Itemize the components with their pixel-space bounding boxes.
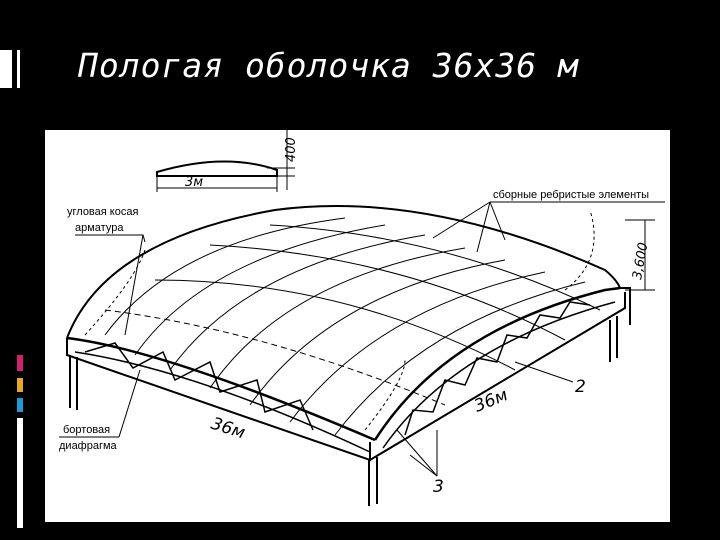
accent-bar-blue	[17, 398, 23, 412]
accent-bar-white-thin	[17, 50, 20, 88]
accent-bar-magenta	[17, 355, 23, 371]
marker-2: 2	[575, 377, 586, 397]
shell-diagram: 3м 400	[59, 130, 665, 506]
length-side-label: 36м	[471, 385, 511, 417]
diagram-panel: 3м 400	[45, 130, 670, 522]
corner-rebar-label-1: угловая косая	[67, 206, 138, 218]
accent-bar-white-bottom	[17, 418, 23, 528]
element-height-label: 400	[284, 137, 299, 162]
edge-diaphragm-label-2: диафрагма	[59, 440, 118, 452]
accent-bar-orange	[17, 378, 23, 392]
marker-3: 3	[433, 477, 444, 497]
rise-label: 3,600	[630, 241, 651, 280]
corner-rebar-label-2: арматура	[75, 222, 124, 234]
shell-structure	[66, 205, 631, 506]
length-front-label: 36м	[208, 414, 247, 444]
element-width-label: 3м	[185, 175, 203, 190]
ribbed-element-sketch	[156, 130, 295, 192]
slide-title: Пологая оболочка 36х36 м	[78, 46, 579, 85]
ribbed-elements-label: сборные ребристые элементы	[493, 189, 649, 201]
edge-diaphragm-label-1: бортовая	[63, 424, 110, 436]
accent-bar-white-top	[0, 50, 12, 88]
